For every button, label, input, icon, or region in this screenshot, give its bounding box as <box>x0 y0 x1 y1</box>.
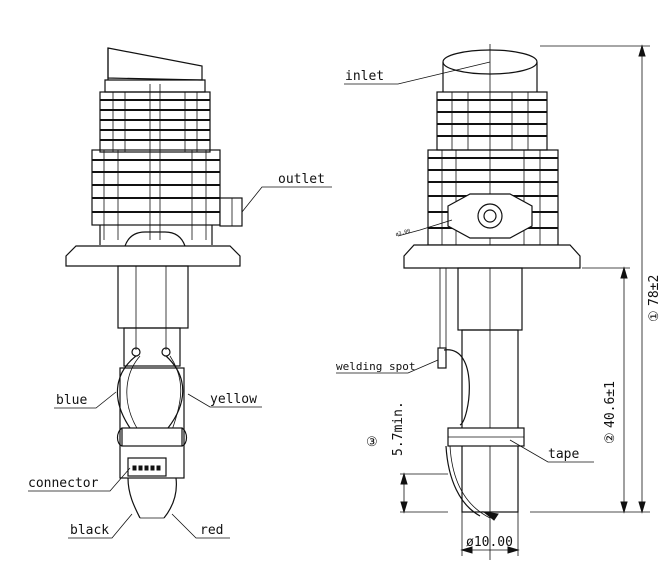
dimension-2-value: 40.6±1 <box>603 381 618 428</box>
right-inlet-top <box>442 44 538 560</box>
left-outlet-nozzle <box>219 197 243 227</box>
diameter-dimension: ø10.00 <box>466 535 513 550</box>
left-top-cap <box>104 47 206 93</box>
left-base-flange <box>65 231 241 267</box>
left-upper-ribs <box>99 84 211 240</box>
welding-spot-label: welding spot <box>336 360 415 373</box>
right-upper-ribs <box>436 91 548 151</box>
left-tape-band <box>116 427 188 447</box>
blue-wire-label: blue <box>56 393 87 408</box>
outlet-label: outlet <box>278 172 325 187</box>
red-wire-label: red <box>200 523 223 538</box>
inlet-label: inlet <box>345 69 384 84</box>
left-lead-wires <box>127 477 177 519</box>
right-wire <box>443 349 499 521</box>
left-connector <box>127 457 167 477</box>
left-stems <box>117 265 189 479</box>
dimension-1-marker: ① <box>647 310 662 322</box>
dimension-3-value: 5.7min. <box>391 401 406 456</box>
hole-diameter-label: ø3.00 <box>395 228 411 238</box>
left-side-view: outlet blue yellow connector black red <box>28 47 332 539</box>
tape-label: tape <box>548 447 579 462</box>
dimension-3-marker: ③ <box>366 435 378 450</box>
right-lower-ribs <box>427 149 559 246</box>
dimension-2-marker: ② <box>603 432 618 444</box>
left-lower-ribs <box>91 149 221 245</box>
connector-label: connector <box>28 476 99 491</box>
yellow-wire-label: yellow <box>210 392 257 407</box>
left-wires <box>116 355 184 431</box>
right-tape-band <box>447 427 525 447</box>
left-leaders <box>28 186 332 539</box>
right-dimension-lines <box>400 45 650 556</box>
right-base-flange <box>403 244 581 269</box>
right-leaders <box>336 61 594 463</box>
black-wire-label: black <box>70 523 109 538</box>
right-front-view: inlet welding spot tape ø3.00 ① 78±2 ② 4… <box>336 44 662 560</box>
right-dimension-arrows <box>400 44 646 554</box>
right-probe-tube <box>437 267 523 513</box>
dimension-1-value: 78±2 <box>647 275 662 306</box>
